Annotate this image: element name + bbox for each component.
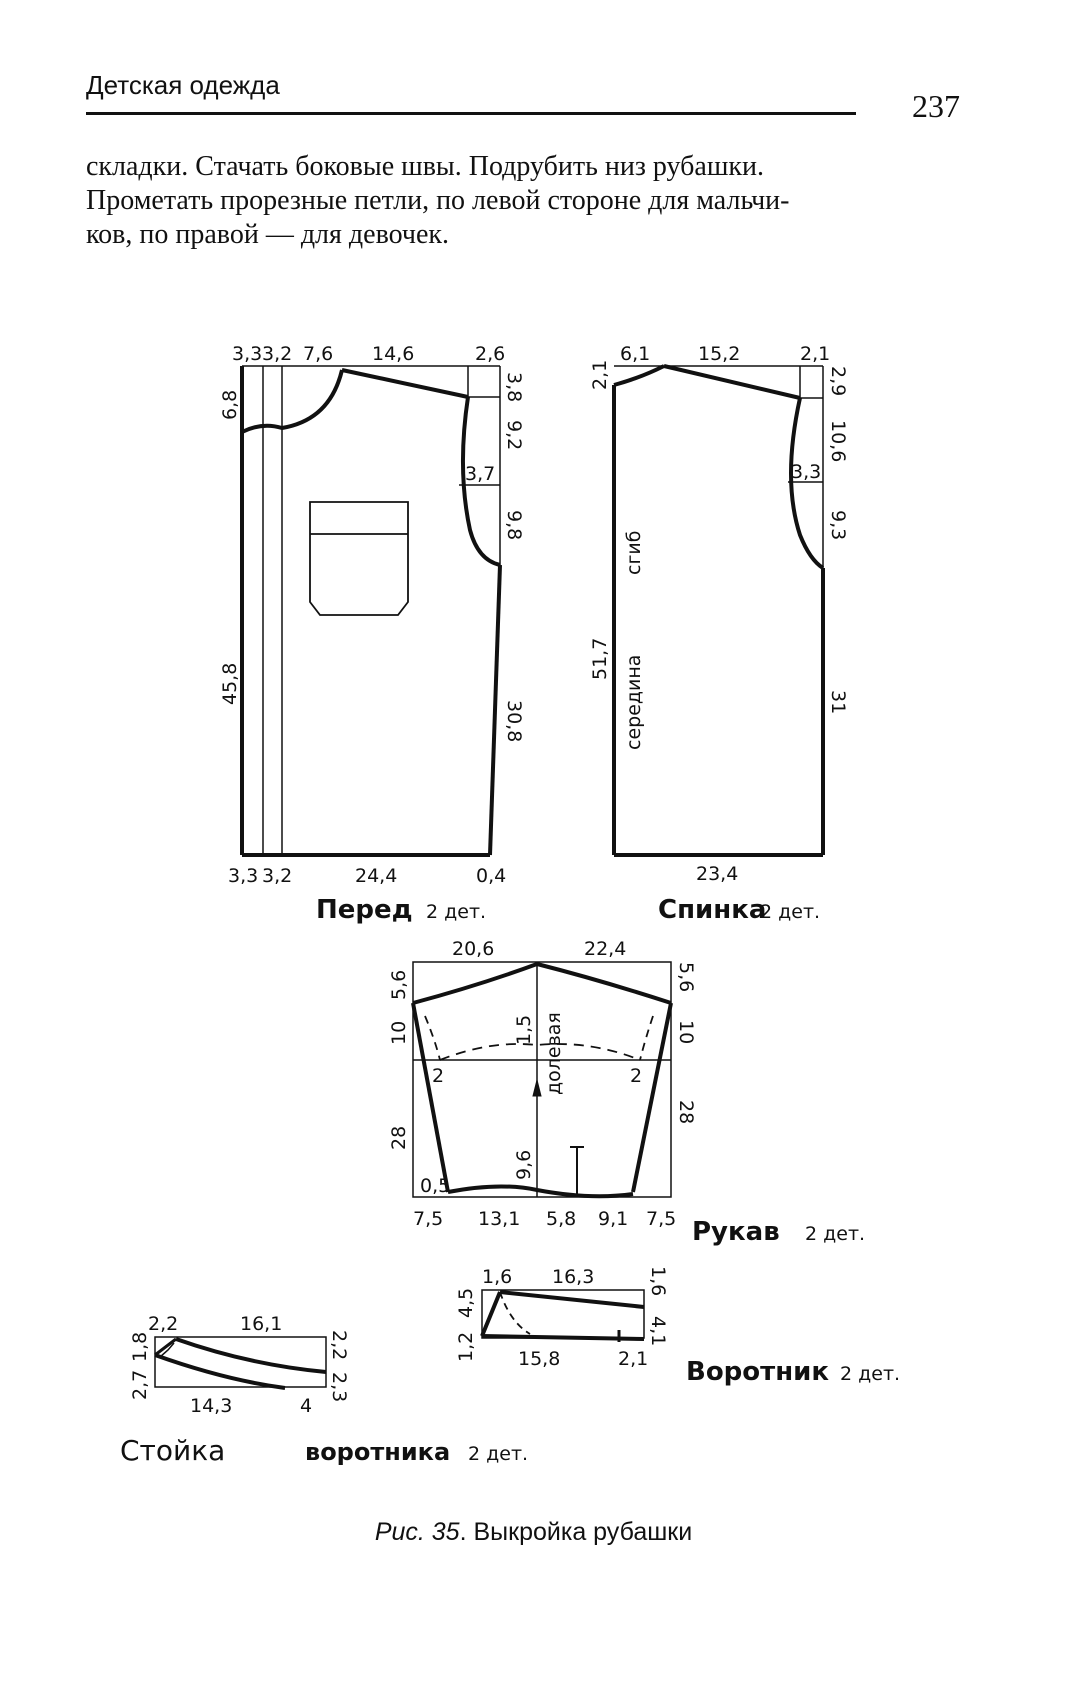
collar-pattern-piece <box>480 1289 645 1342</box>
svg-text:3,3: 3,3 <box>228 865 258 887</box>
shirt-pattern-figure: 3,3 3,2 7,6 14,6 2,6 3,8 9,2 9,8 30,8 6,… <box>120 343 900 1467</box>
svg-text:2 дет.: 2 дет. <box>426 901 486 923</box>
header-rule <box>86 112 856 115</box>
page-number: 237 <box>912 88 960 124</box>
svg-text:2,6: 2,6 <box>475 343 505 365</box>
svg-text:2,3: 2,3 <box>328 1372 350 1402</box>
svg-text:7,5: 7,5 <box>646 1208 676 1230</box>
svg-text:6,8: 6,8 <box>219 390 241 420</box>
svg-text:6,1: 6,1 <box>620 343 650 365</box>
svg-text:9,6: 9,6 <box>513 1150 535 1180</box>
svg-text:2 дет.: 2 дет. <box>805 1223 865 1245</box>
svg-text:3,2: 3,2 <box>262 343 292 365</box>
svg-text:10,6: 10,6 <box>827 420 849 462</box>
svg-text:9,8: 9,8 <box>503 510 525 540</box>
svg-text:24,4: 24,4 <box>355 865 397 887</box>
svg-text:16,1: 16,1 <box>240 1313 282 1335</box>
svg-text:2,1: 2,1 <box>800 343 830 365</box>
svg-text:Спинка: Спинка <box>658 895 766 925</box>
collar-measurements: 1,6 16,3 4,5 1,2 1,6 4,1 15,8 2,1 Воротн… <box>455 1266 900 1387</box>
svg-text:10: 10 <box>388 1021 410 1045</box>
svg-text:1,5: 1,5 <box>513 1015 535 1045</box>
svg-text:14,6: 14,6 <box>372 343 414 365</box>
collar-stand-pattern-piece <box>154 1336 327 1390</box>
svg-text:1,6: 1,6 <box>482 1266 512 1288</box>
svg-text:2 дет.: 2 дет. <box>760 901 820 923</box>
back-pattern-piece <box>612 364 825 857</box>
svg-text:9,2: 9,2 <box>503 420 525 450</box>
svg-text:28: 28 <box>388 1126 410 1150</box>
svg-text:сгиб: сгиб <box>623 531 645 576</box>
svg-text:28: 28 <box>675 1100 697 1124</box>
svg-text:2 дет.: 2 дет. <box>468 1443 528 1465</box>
front-pattern-piece <box>240 365 502 857</box>
svg-text:2 дет.: 2 дет. <box>840 1363 900 1385</box>
svg-text:10: 10 <box>675 1020 697 1044</box>
svg-text:31: 31 <box>827 690 849 714</box>
svg-text:51,7: 51,7 <box>589 638 611 680</box>
body-line-3: ков, по правой — для девочек. <box>86 219 450 250</box>
figure-caption: Рис. 35. Выкройка рубашки <box>0 1518 1067 1547</box>
svg-text:3,3: 3,3 <box>791 461 821 483</box>
figure-caption-text: . Выкройка рубашки <box>459 1518 693 1546</box>
svg-text:45,8: 45,8 <box>219 663 241 705</box>
running-header-title: Детская одежда <box>86 70 280 100</box>
stand-measurements: 2,2 16,1 1,8 2,7 2,2 2,3 14,3 4 Стойка в… <box>120 1313 528 1467</box>
svg-text:23,4: 23,4 <box>696 863 738 885</box>
svg-text:Стойка: Стойка <box>120 1434 225 1467</box>
svg-text:0,4: 0,4 <box>476 865 506 887</box>
body-paragraph: складки. Стачать боковые швы. Подрубить … <box>86 150 971 252</box>
svg-text:Воротник: Воротник <box>686 1357 829 1387</box>
svg-text:16,3: 16,3 <box>552 1266 594 1288</box>
svg-text:1,8: 1,8 <box>129 1332 151 1362</box>
body-line-2: Прометать прорезные петли, по левой стор… <box>86 185 790 216</box>
figure-caption-number: Рис. 35 <box>374 1518 460 1546</box>
back-measurements: 6,1 15,2 2,1 2,9 10,6 9,3 31 2,1 51,7 3,… <box>589 343 849 925</box>
svg-text:13,1: 13,1 <box>478 1208 520 1230</box>
svg-text:2: 2 <box>630 1065 642 1087</box>
front-measurements: 3,3 3,2 7,6 14,6 2,6 3,8 9,2 9,8 30,8 6,… <box>219 343 525 925</box>
svg-text:2,2: 2,2 <box>328 1330 350 1360</box>
svg-text:9,1: 9,1 <box>598 1208 628 1230</box>
svg-text:7,5: 7,5 <box>413 1208 443 1230</box>
svg-text:2,7: 2,7 <box>129 1370 151 1400</box>
svg-text:3,8: 3,8 <box>503 372 525 402</box>
svg-text:15,8: 15,8 <box>518 1348 560 1370</box>
sleeve-measurements: 20,6 22,4 5,6 10 28 5,6 10 28 1,5 2 2 9,… <box>388 938 865 1247</box>
svg-text:7,6: 7,6 <box>303 343 333 365</box>
svg-text:1,6: 1,6 <box>647 1266 669 1296</box>
body-line-1: складки. Стачать боковые швы. Подрубить … <box>86 151 765 182</box>
svg-text:1,2: 1,2 <box>455 1332 477 1362</box>
sleeve-pattern-piece <box>411 961 673 1199</box>
svg-text:14,3: 14,3 <box>190 1395 232 1417</box>
svg-text:2: 2 <box>432 1065 444 1087</box>
svg-text:2,9: 2,9 <box>827 366 849 396</box>
svg-text:4,1: 4,1 <box>647 1316 669 1346</box>
svg-text:3,7: 3,7 <box>465 463 495 485</box>
svg-text:5,6: 5,6 <box>388 970 410 1000</box>
svg-text:0,5: 0,5 <box>420 1175 450 1197</box>
svg-text:20,6: 20,6 <box>452 938 494 960</box>
svg-text:9,3: 9,3 <box>827 510 849 540</box>
svg-text:4: 4 <box>300 1395 312 1417</box>
svg-text:Рукав: Рукав <box>692 1217 780 1247</box>
svg-text:3,3: 3,3 <box>232 343 262 365</box>
svg-text:2,1: 2,1 <box>618 1348 648 1370</box>
svg-text:Перед: Перед <box>316 895 413 925</box>
svg-text:долевая: долевая <box>543 1012 565 1095</box>
svg-text:3,2: 3,2 <box>262 865 292 887</box>
svg-text:15,2: 15,2 <box>698 343 740 365</box>
svg-text:4,5: 4,5 <box>455 1288 477 1318</box>
svg-text:2,1: 2,1 <box>589 360 611 390</box>
svg-text:середина: середина <box>623 655 645 750</box>
svg-text:5,8: 5,8 <box>546 1208 576 1230</box>
svg-text:2,2: 2,2 <box>148 1313 178 1335</box>
svg-text:5,6: 5,6 <box>675 962 697 992</box>
svg-text:22,4: 22,4 <box>584 938 626 960</box>
svg-text:воротника: воротника <box>305 1438 450 1466</box>
svg-text:30,8: 30,8 <box>503 700 525 742</box>
